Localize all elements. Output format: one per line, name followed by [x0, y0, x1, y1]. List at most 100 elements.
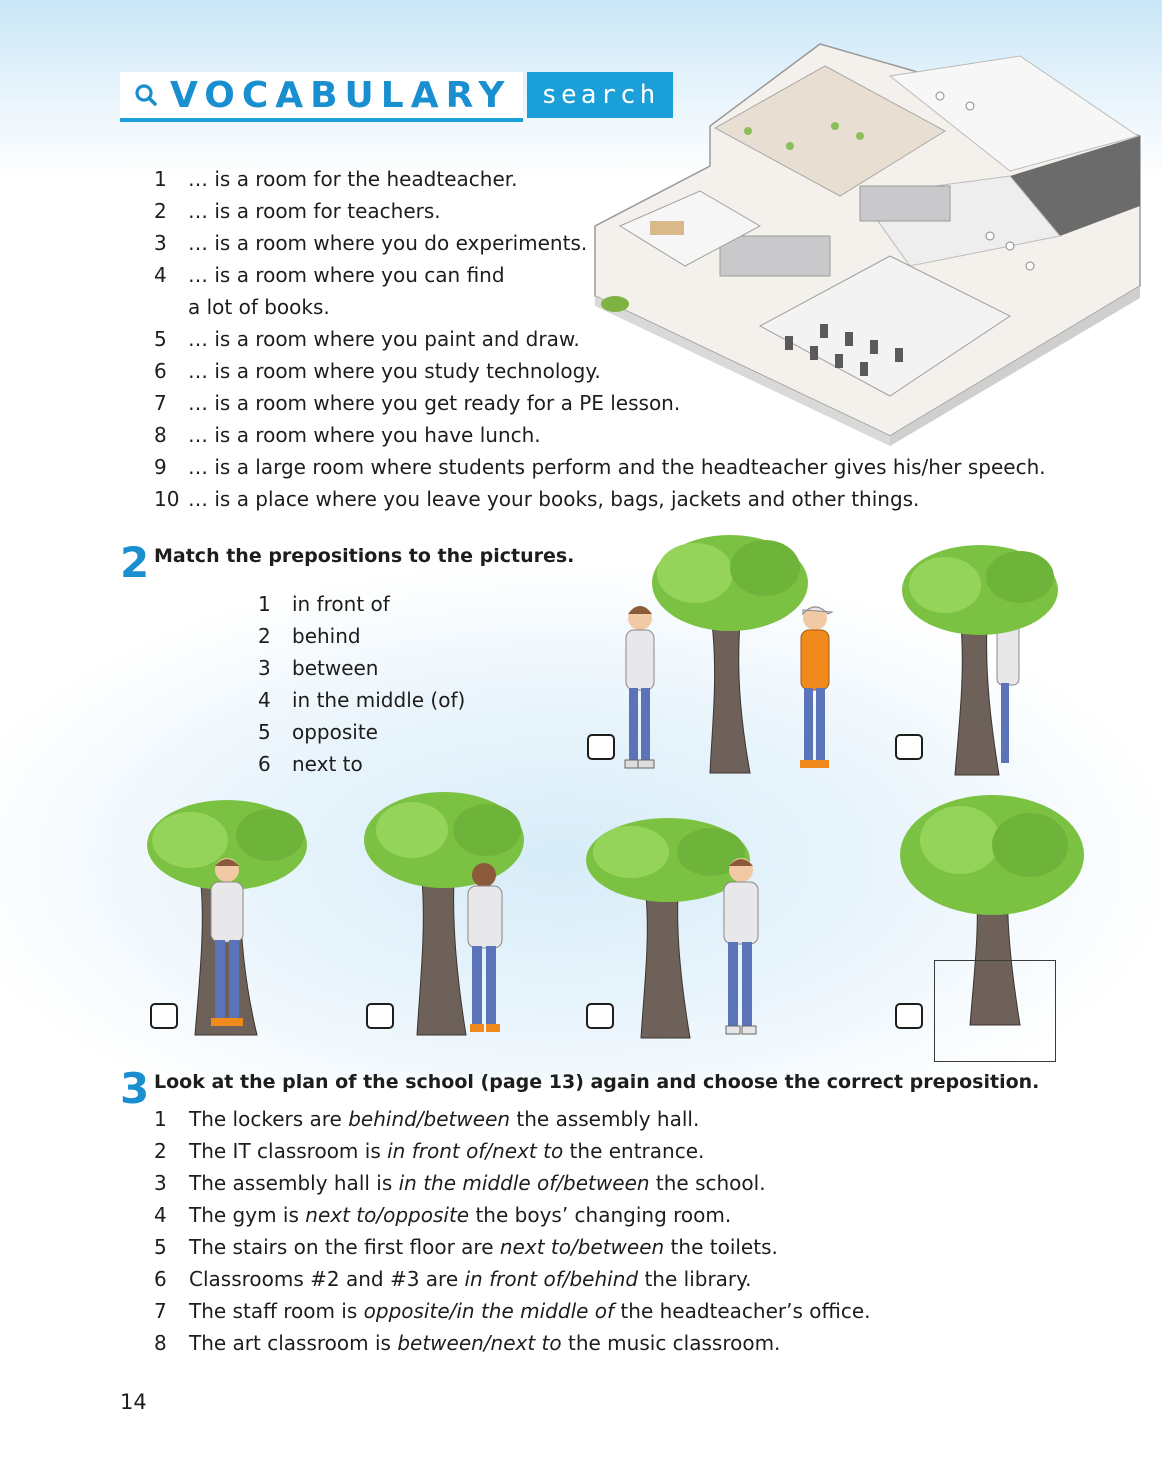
choice-options[interactable]: behind/between: [348, 1107, 511, 1131]
item-number: 4: [154, 1203, 167, 1227]
exercise3-item: 7 The staff room is opposite/in the middl…: [154, 1295, 871, 1327]
exercise1-item: 2 … is a room for teachers.: [154, 195, 1046, 227]
item-text: between: [292, 656, 379, 680]
item-text: … is a room for the headteacher.: [188, 167, 518, 191]
sentence-start: The art classroom is: [189, 1331, 398, 1355]
search-icon: [135, 84, 157, 106]
exercise3-item: 1 The lockers are behind/between the asse…: [154, 1103, 871, 1135]
item-number: 9: [154, 455, 167, 479]
item-number: 8: [154, 1331, 167, 1355]
sentence-start: The assembly hall is: [189, 1171, 399, 1195]
item-text: behind: [292, 624, 361, 648]
item-number: 5: [154, 327, 167, 351]
answer-checkbox[interactable]: [587, 734, 615, 760]
sentence-end: the assembly hall.: [510, 1107, 700, 1131]
item-number: 3: [258, 656, 271, 680]
choice-options[interactable]: next to/between: [499, 1235, 665, 1259]
exercise2-number: 2: [120, 538, 150, 587]
exercise1-item: 8 … is a room where you have lunch.: [154, 419, 1046, 451]
sentence-end: the entrance.: [563, 1139, 705, 1163]
item-text: … is a room where you paint and draw.: [188, 327, 580, 351]
item-number: 4: [154, 263, 167, 287]
sentence-start: Classrooms #2 and #3 are: [189, 1267, 465, 1291]
choice-options[interactable]: opposite/in the middle of: [363, 1299, 615, 1323]
choice-options[interactable]: next to/opposite: [305, 1203, 470, 1227]
item-text: … is a large room where students perform…: [188, 455, 1046, 479]
item-text: … is a room where you do experiments.: [188, 231, 588, 255]
item-text: … is a room for teachers.: [188, 199, 441, 223]
item-text: … is a room where you have lunch.: [188, 423, 541, 447]
choice-options[interactable]: in the middle of/between: [398, 1171, 650, 1195]
sentence-start: The lockers are: [189, 1107, 349, 1131]
tree: [652, 535, 808, 774]
picture-tree-only: [900, 795, 1084, 1026]
sentence-end: the boys’ changing room.: [469, 1203, 732, 1227]
item-text: … is a place where you leave your books,…: [188, 487, 920, 511]
answer-checkbox[interactable]: [366, 1003, 394, 1029]
choice-options[interactable]: between/next to: [397, 1331, 562, 1355]
page-number: 14: [120, 1390, 147, 1414]
picture-in-front-of: [147, 800, 307, 1036]
item-number: 3: [154, 231, 167, 255]
sentence-start: The staff room is: [189, 1299, 364, 1323]
answer-checkbox[interactable]: [586, 1003, 614, 1029]
exercise1-item: 3 … is a room where you do experiments.: [154, 227, 1046, 259]
item-number: 6: [154, 1267, 167, 1291]
item-number: 8: [154, 423, 167, 447]
item-number: 2: [154, 1139, 167, 1163]
sentence-end: the toilets.: [664, 1235, 778, 1259]
preposition-item: 2 behind: [258, 620, 465, 652]
item-number: 3: [154, 1171, 167, 1195]
choice-options[interactable]: in front of/behind: [464, 1267, 639, 1291]
item-text: … is a room where you can find: [188, 263, 505, 287]
exercise3-item: 8 The art classroom is between/next to th…: [154, 1327, 871, 1359]
sentence-start: The stairs on the first floor are: [189, 1235, 500, 1259]
preposition-item: 5 opposite: [258, 716, 465, 748]
preposition-item: 1 in front of: [258, 588, 465, 620]
item-number: 5: [154, 1235, 167, 1259]
item-number: 1: [258, 592, 271, 616]
exercise1-item: 7 … is a room where you get ready for a P…: [154, 387, 1046, 419]
exercise3-item: 3 The assembly hall is in the middle of/b…: [154, 1167, 871, 1199]
item-number: 2: [258, 624, 271, 648]
vocabulary-title-box: VOCABULARY: [120, 72, 524, 122]
choice-options[interactable]: in front of/next to: [387, 1139, 564, 1163]
drawing-answer-frame[interactable]: [934, 960, 1056, 1062]
boy-left: [624, 606, 655, 769]
picture-behind: [902, 545, 1058, 776]
item-number: 7: [154, 1299, 167, 1323]
item-text: next to: [292, 752, 363, 776]
exercise1-item: 10… is a place where you leave your book…: [154, 483, 1046, 515]
item-number: 1: [154, 1107, 167, 1131]
exercise3-item: 6 Classrooms #2 and #3 are in front of/be…: [154, 1263, 871, 1295]
picture-next-to-back: [364, 792, 524, 1036]
item-number: 2: [154, 199, 167, 223]
exercise1-item: 4 … is a room where you can find: [154, 259, 1046, 291]
exercise1-list: 1… is a room for the headteacher. 2… is …: [154, 163, 1046, 515]
exercise3-number: 3: [120, 1064, 150, 1113]
item-text: a lot of books.: [188, 295, 330, 319]
answer-checkbox[interactable]: [150, 1003, 178, 1029]
answer-checkbox[interactable]: [895, 1003, 923, 1029]
item-number: 7: [154, 391, 167, 415]
item-number: 5: [258, 720, 271, 744]
school-building-illustration: [594, 43, 1141, 446]
exercise3-item: 5 The stairs on the first floor are next …: [154, 1231, 871, 1263]
exercise3-instruction: Look at the plan of the school (page 13)…: [154, 1071, 1040, 1093]
item-text: … is a room where you study technology.: [188, 359, 601, 383]
exercise1-item: 6… is a room where you study technology.: [154, 355, 1046, 387]
section-tag: search: [527, 72, 674, 118]
item-text: … is a room where you get ready for a PE…: [188, 391, 681, 415]
preposition-item: 3 between: [258, 652, 465, 684]
sentence-end: the headteacher’s office.: [614, 1299, 871, 1323]
item-text: opposite: [292, 720, 378, 744]
sentence-end: the music classroom.: [561, 1331, 781, 1355]
sentence-end: the school.: [649, 1171, 766, 1195]
item-text: in front of: [292, 592, 390, 616]
answer-checkbox[interactable]: [895, 734, 923, 760]
sentence-end: the library.: [638, 1267, 752, 1291]
